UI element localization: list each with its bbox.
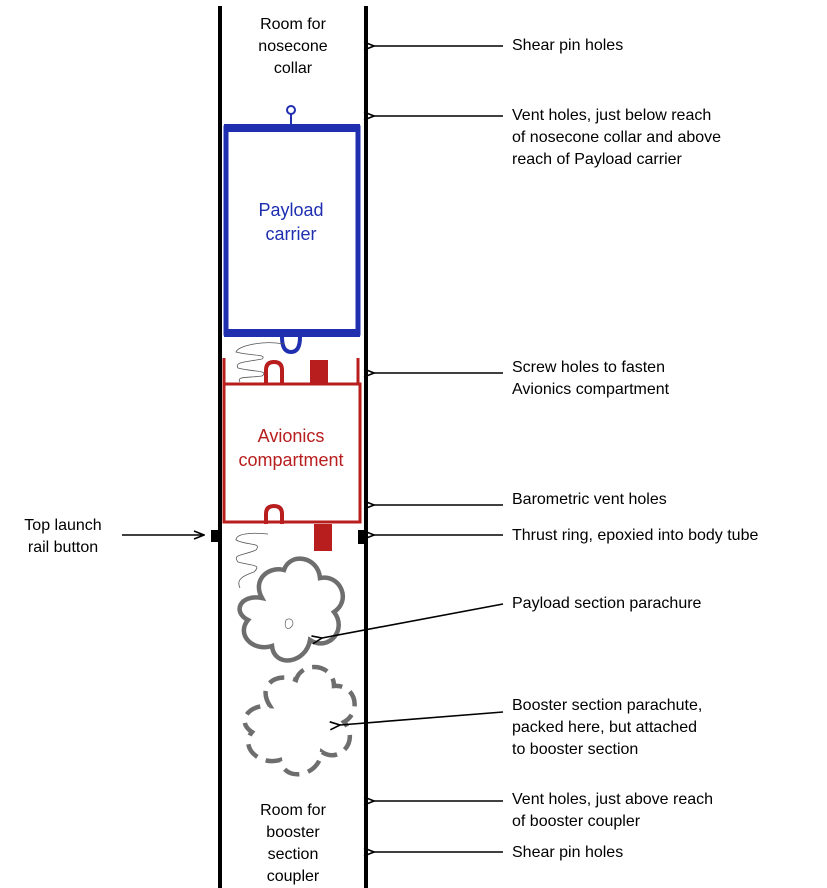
avionics-terminal-bottom bbox=[314, 524, 332, 551]
callout-screw-holes: Screw holes to fasten Avionics compartme… bbox=[512, 359, 670, 398]
callout-vent-holes-bottom: Vent holes, just above reach of booster … bbox=[512, 791, 714, 830]
callout-arrows-right bbox=[322, 46, 504, 852]
callout-shear-pin-holes-bottom: Shear pin holes bbox=[512, 844, 624, 861]
thrust-ring-right bbox=[358, 530, 365, 544]
avionics-terminal-top bbox=[310, 360, 328, 384]
payload-carrier-label: Payload carrier bbox=[258, 200, 324, 244]
callout-thrust-ring: Thrust ring, epoxied into body tube bbox=[512, 527, 759, 544]
callout-shear-pin-holes-top: Shear pin holes bbox=[512, 37, 624, 54]
avionics-compartment-label: Avionics compartment bbox=[238, 426, 344, 470]
callout-vent-holes-top: Vent holes, just below reach of nosecone… bbox=[512, 107, 722, 168]
payload-carrier bbox=[223, 105, 361, 355]
callout-top-launch-rail-button: Top launch rail button bbox=[24, 517, 102, 556]
payload-parachute bbox=[237, 556, 346, 663]
payload-parachute-lines bbox=[284, 618, 294, 629]
booster-parachute bbox=[242, 664, 357, 777]
callout-booster-parachute: Booster section parachute, packed here, … bbox=[512, 697, 703, 758]
shock-cord-upper bbox=[235, 342, 285, 383]
callout-payload-parachute: Payload section parachure bbox=[512, 595, 702, 612]
top-room-label: Room for nosecone collar bbox=[258, 16, 328, 77]
avionics-compartment bbox=[222, 358, 362, 524]
bottom-room-label: Room for booster section coupler bbox=[260, 802, 326, 885]
shock-cord-lower bbox=[235, 532, 269, 589]
callout-barometric-vent-holes: Barometric vent holes bbox=[512, 491, 667, 508]
thrust-ring-left bbox=[211, 530, 222, 542]
